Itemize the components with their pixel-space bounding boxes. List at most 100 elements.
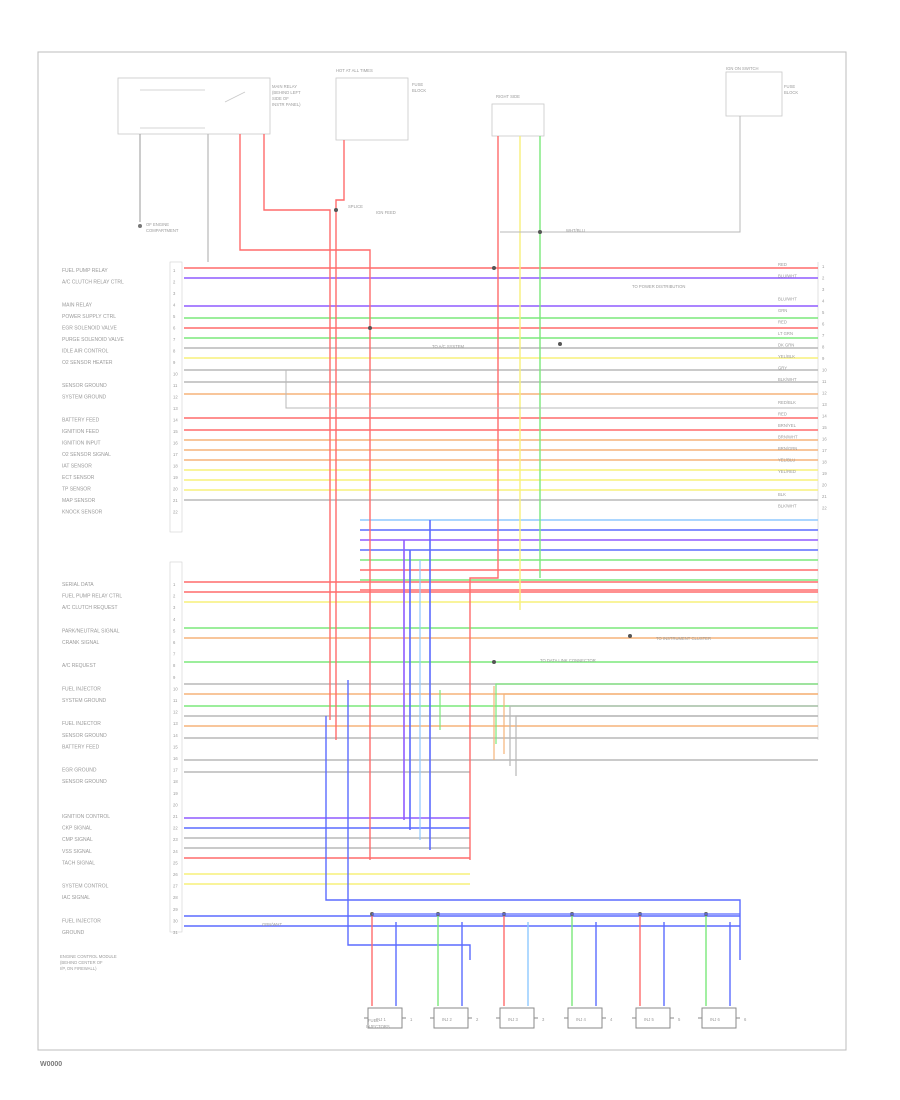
left-label-b: SERIAL DATA — [62, 582, 94, 588]
pin-number-b: 26 — [173, 872, 178, 877]
vertical-wire — [500, 116, 741, 233]
pin-number-b: 12 — [173, 710, 178, 715]
injector-caption-1: INJECTORS — [366, 1024, 390, 1029]
callout-cluster: TO INSTRUMENT CLUSTER — [656, 636, 711, 641]
pcm-caption-0: ENGINE CONTROL MODULE — [60, 954, 117, 959]
right-pin-number: 16 — [822, 437, 827, 442]
left-label-a: A/C CLUTCH RELAY CTRL — [62, 280, 124, 286]
pin-number-b: 13 — [173, 721, 178, 726]
injector-label: INJ 4 — [576, 1017, 586, 1022]
right-wire-label: RED — [778, 412, 787, 417]
pin-number-a: 19 — [173, 475, 178, 480]
right-pin-number: 20 — [822, 483, 827, 488]
top-connector: RIGHT SIDE — [491, 94, 545, 137]
right-pin-number: 6 — [822, 322, 825, 327]
left-label-a: IAT SENSOR — [62, 464, 92, 470]
left-label-a: TP SENSOR — [62, 487, 91, 493]
callout-wht-blu: WHT/BLU — [566, 228, 585, 233]
vertical-wire — [263, 134, 331, 720]
right-wire-label: GRN — [778, 308, 787, 313]
right-pin-number: 21 — [822, 494, 827, 499]
pin-number-a: 12 — [173, 395, 178, 400]
right-wire-label: YEL/BLU — [778, 458, 795, 463]
left-label-b: IGNITION CONTROL — [62, 814, 110, 820]
main-relay: MAIN RELAY (BEHIND LEFT SIDE OF INSTR PA… — [117, 77, 301, 135]
pin-wire — [503, 693, 818, 754]
pin-number-a: 7 — [173, 337, 176, 342]
pin-number-b: 19 — [173, 791, 178, 796]
right-wire-label: GRY — [778, 366, 787, 371]
right-pin-number: 19 — [822, 471, 827, 476]
injector-number: 3 — [542, 1017, 545, 1022]
right-wire-label: LT GRN — [778, 331, 793, 336]
pin-number-a: 13 — [173, 406, 178, 411]
pin-number-b: 24 — [173, 849, 178, 854]
left-label-a: POWER SUPPLY CTRL — [62, 314, 116, 320]
pin-number-b: 21 — [173, 814, 178, 819]
left-label-b: FUEL INJECTOR — [62, 686, 101, 692]
right-pin-number: 7 — [822, 333, 825, 338]
right-pin-number: 18 — [822, 460, 827, 465]
pin-number-a: 20 — [173, 487, 178, 492]
injector-number: 1 — [410, 1017, 413, 1022]
left-label-a: MAIN RELAY — [62, 303, 93, 309]
pin-number-b: 20 — [173, 802, 178, 807]
pin-number-b: 27 — [173, 884, 178, 889]
callout-dlc: TO DATA LINK CONNECTOR — [540, 658, 596, 663]
right-pin-number: 5 — [822, 310, 825, 315]
left-label-a: IDLE AIR CONTROL — [62, 349, 109, 355]
pin-number-b: 18 — [173, 779, 178, 784]
callout-splice: SPLICE — [348, 204, 363, 209]
splice-dot — [492, 266, 496, 270]
left-label-b: SYSTEM CONTROL — [62, 884, 109, 890]
right-wire-label: YEL/BLK — [778, 354, 795, 359]
pin-number-b: 23 — [173, 837, 178, 842]
pin-number-a: 14 — [173, 418, 178, 423]
right-pin-number: 11 — [822, 379, 827, 384]
pin-number-b: 7 — [173, 652, 176, 657]
right-pin-number: 13 — [822, 402, 827, 407]
left-label-a: PURGE SOLENOID VALVE — [62, 337, 124, 343]
right-wire-label: DK GRN — [778, 343, 794, 348]
ground-caption-2: COMPARTMENT — [146, 228, 179, 233]
right-box-caption-2: BLOCK — [784, 90, 798, 95]
right-pin-number: 2 — [822, 276, 825, 281]
right-pin-number: 1 — [822, 264, 825, 269]
pin-number-a: 5 — [173, 314, 176, 319]
fuse-label-0: FUSE — [412, 82, 423, 87]
injector-caption-0: FUEL — [368, 1018, 379, 1023]
splice-dot — [492, 660, 496, 664]
pcm-caption-2: I/P, ON FIREWALL) — [60, 966, 97, 971]
pin-number-b: 5 — [173, 628, 176, 633]
pin-number-b: 11 — [173, 698, 178, 703]
pin-number-b: 25 — [173, 860, 178, 865]
right-wire-label: BLK/WHT — [778, 504, 797, 509]
fuse-label-1: BLOCK — [412, 88, 426, 93]
fuse-block: HOT AT ALL TIMES FUSE BLOCK — [335, 68, 426, 141]
right-wire-label: BLK/WHT — [778, 377, 797, 382]
right-pin-number: 3 — [822, 287, 825, 292]
pin-number-a: 11 — [173, 383, 178, 388]
right-wire-label: BLU/WHT — [778, 297, 797, 302]
right-box-caption-1: FUSE — [784, 84, 795, 89]
pin-wire — [495, 683, 818, 744]
pin-number-a: 15 — [173, 429, 178, 434]
pin-number-b: 29 — [173, 907, 178, 912]
splice-dot — [334, 208, 338, 212]
injector-label: INJ 1 — [376, 1017, 386, 1022]
pin-number-a: 21 — [173, 498, 178, 503]
injector-number: 4 — [610, 1017, 613, 1022]
right-pin-number: 4 — [822, 299, 825, 304]
pin-number-a: 17 — [173, 452, 178, 457]
ground-caption-1: OF ENGINE — [146, 222, 169, 227]
vertical-wire — [335, 140, 345, 740]
right-wire-label: BRN/YEL — [778, 423, 797, 428]
pin-number-b: 31 — [173, 930, 178, 935]
injector-label: INJ 5 — [644, 1017, 654, 1022]
pin-number-b: 2 — [173, 594, 176, 599]
diagram-frame — [37, 51, 847, 1051]
pin-number-b: 15 — [173, 744, 178, 749]
injector-label: INJ 3 — [508, 1017, 518, 1022]
